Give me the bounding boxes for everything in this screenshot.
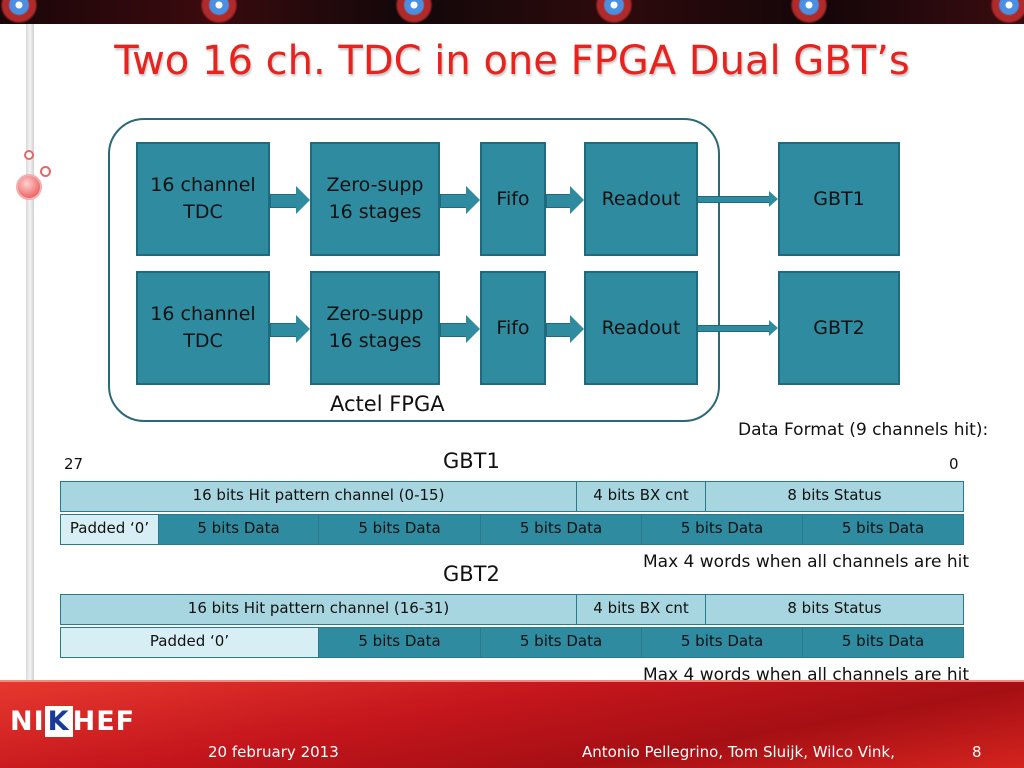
flow-arrow-icon bbox=[440, 186, 480, 214]
logo-text: NI bbox=[10, 706, 45, 737]
zero-supp-block-2: Zero-supp 16 stages bbox=[310, 271, 440, 385]
tdc-block-2: 16 channel TDC bbox=[136, 271, 270, 385]
gbt2-format-heading: GBT2 bbox=[443, 562, 500, 586]
particle-burst-icon bbox=[790, 0, 828, 24]
gbt1-data-field: 5 bits Data bbox=[480, 514, 642, 545]
gbt1-status-field: 8 bits Status bbox=[705, 481, 964, 512]
data-format-caption: Data Format (9 channels hit): bbox=[738, 420, 989, 440]
gbt1-data-field: 5 bits Data bbox=[641, 514, 803, 545]
bit-index-low: 0 bbox=[949, 455, 959, 473]
flow-arrow-icon bbox=[546, 186, 584, 214]
bit-index-high: 27 bbox=[64, 455, 84, 473]
link-arrow-icon bbox=[698, 320, 778, 336]
flow-arrow-icon bbox=[270, 186, 310, 214]
zero-supp-block-label: Zero-supp 16 stages bbox=[326, 174, 424, 223]
decorative-dot bbox=[24, 150, 34, 160]
gbt1-format-heading: GBT1 bbox=[443, 449, 500, 473]
flow-arrow-icon bbox=[270, 315, 310, 343]
readout-block-1: Readout bbox=[584, 142, 698, 256]
fpga-container bbox=[108, 118, 720, 422]
particle-burst-icon bbox=[395, 0, 433, 24]
gbt1-padded-field: Padded ‘0’ bbox=[60, 514, 159, 545]
gbt2-data-field: 5 bits Data bbox=[480, 627, 642, 658]
gbt1-hit-pattern-field: 16 bits Hit pattern channel (0-15) bbox=[60, 481, 577, 512]
readout-block-label: Readout bbox=[601, 188, 681, 210]
fifo-block-label: Fifo bbox=[496, 188, 530, 210]
zero-supp-block-1: Zero-supp 16 stages bbox=[310, 142, 440, 256]
decorative-dot bbox=[40, 166, 51, 177]
gbt1-data-field: 5 bits Data bbox=[802, 514, 964, 545]
logo-k-mark: K bbox=[44, 706, 73, 737]
gbt1-max-words-note: Max 4 words when all channels are hit bbox=[643, 552, 969, 572]
fpga-label: Actel FPGA bbox=[330, 392, 445, 416]
fifo-block-2: Fifo bbox=[480, 271, 546, 385]
tdc-block-1: 16 channel TDC bbox=[136, 142, 270, 256]
fifo-block-label: Fifo bbox=[496, 317, 530, 339]
gbt2-data-field: 5 bits Data bbox=[802, 627, 964, 658]
zero-supp-block-label: Zero-supp 16 stages bbox=[326, 303, 424, 352]
tdc-block-label: 16 channel TDC bbox=[150, 303, 256, 352]
gbt2-max-words-note: Max 4 words when all channels are hit bbox=[643, 665, 969, 685]
particle-burst-icon bbox=[990, 0, 1024, 24]
link-arrow-icon bbox=[698, 191, 778, 207]
gbt1-bx-cnt-field: 4 bits BX cnt bbox=[576, 481, 706, 512]
flow-arrow-icon bbox=[546, 315, 584, 343]
page-number: 8 bbox=[972, 743, 982, 761]
gbt-block-label: GBT2 bbox=[813, 317, 865, 339]
logo-text: HEF bbox=[72, 706, 136, 737]
particle-burst-icon bbox=[595, 0, 633, 24]
particle-burst-icon bbox=[200, 0, 238, 24]
gbt1-data-field: 5 bits Data bbox=[318, 514, 481, 545]
footer-band bbox=[0, 680, 1024, 768]
gbt2-data-field: 5 bits Data bbox=[318, 627, 481, 658]
gbt-block-label: GBT1 bbox=[813, 188, 865, 210]
fifo-block-1: Fifo bbox=[480, 142, 546, 256]
gbt2-data-field: 5 bits Data bbox=[641, 627, 803, 658]
footer-date: 20 february 2013 bbox=[208, 743, 339, 761]
gbt2-status-field: 8 bits Status bbox=[705, 594, 964, 625]
gbt1-data-field: 5 bits Data bbox=[158, 514, 319, 545]
tdc-block-label: 16 channel TDC bbox=[150, 174, 256, 223]
flow-arrow-icon bbox=[440, 315, 480, 343]
footer-authors: Antonio Pellegrino, Tom Sluijk, Wilco Vi… bbox=[582, 743, 895, 761]
gbt1-block: GBT1 bbox=[778, 142, 900, 256]
left-decorative-rail bbox=[26, 24, 34, 684]
slide-title: Two 16 ch. TDC in one FPGA Dual GBT’s bbox=[114, 38, 910, 84]
gbt2-hit-pattern-field: 16 bits Hit pattern channel (16-31) bbox=[60, 594, 577, 625]
gbt2-block: GBT2 bbox=[778, 271, 900, 385]
decorative-dot bbox=[16, 174, 42, 200]
readout-block-2: Readout bbox=[584, 271, 698, 385]
particle-burst-icon bbox=[0, 0, 38, 24]
readout-block-label: Readout bbox=[601, 317, 681, 339]
top-decorative-band bbox=[0, 0, 1024, 24]
gbt2-padded-field: Padded ‘0’ bbox=[60, 627, 319, 658]
gbt2-bx-cnt-field: 4 bits BX cnt bbox=[576, 594, 706, 625]
